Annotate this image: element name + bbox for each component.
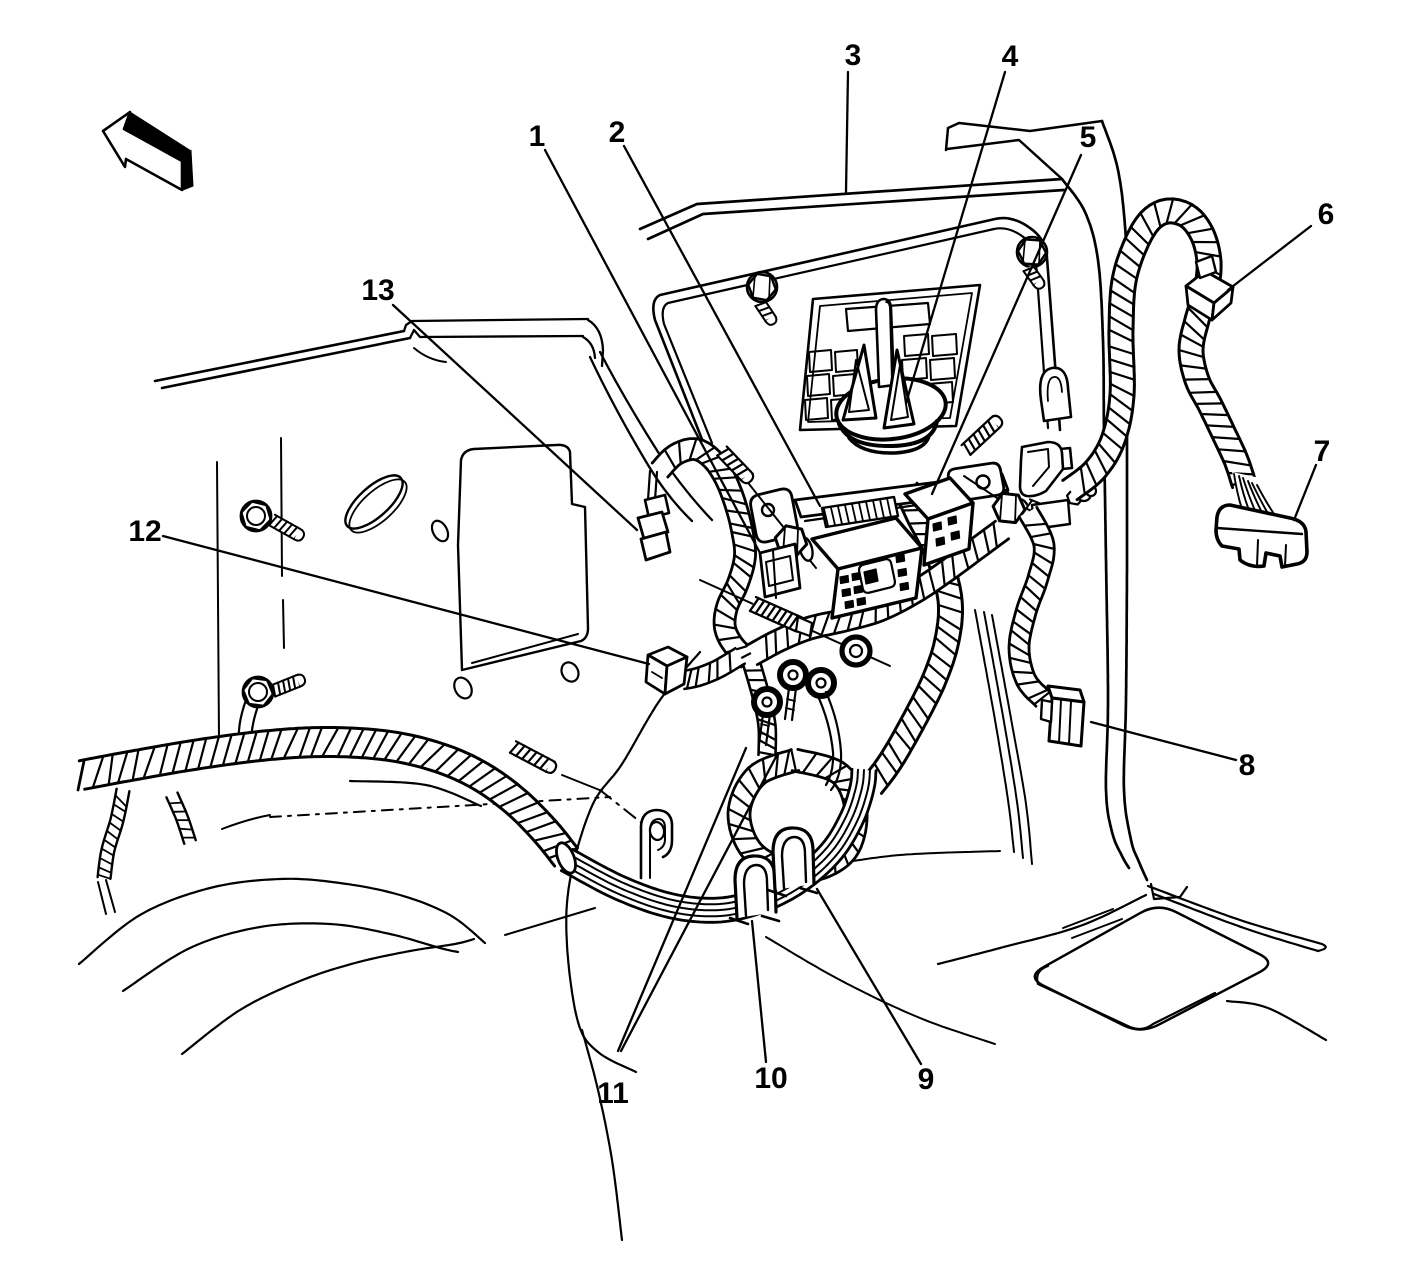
svg-text:7: 7 bbox=[1314, 435, 1331, 468]
svg-text:13: 13 bbox=[361, 274, 394, 307]
svg-text:9: 9 bbox=[918, 1063, 935, 1096]
svg-text:12: 12 bbox=[128, 515, 161, 548]
svg-text:11: 11 bbox=[597, 1077, 629, 1110]
svg-text:10: 10 bbox=[754, 1062, 787, 1095]
svg-text:5: 5 bbox=[1080, 121, 1097, 154]
svg-text:6: 6 bbox=[1318, 198, 1335, 231]
svg-text:4: 4 bbox=[1002, 40, 1019, 73]
svg-text:3: 3 bbox=[845, 39, 862, 72]
svg-text:1: 1 bbox=[529, 120, 546, 153]
svg-text:2: 2 bbox=[609, 116, 626, 149]
svg-text:8: 8 bbox=[1239, 749, 1256, 782]
